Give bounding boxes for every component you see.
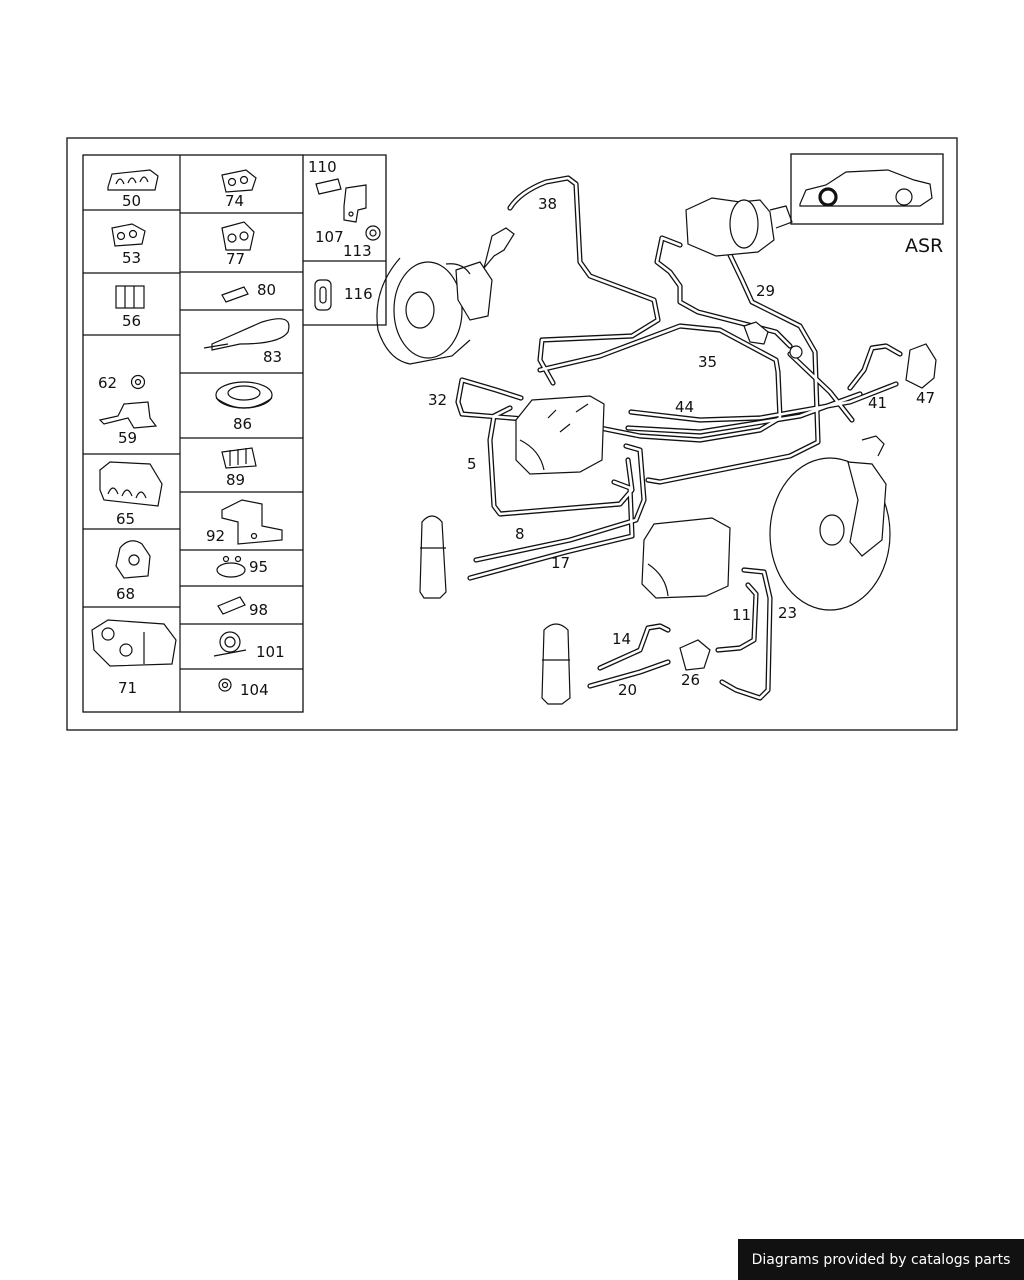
part-label: 101 (256, 643, 285, 661)
part-label: 86 (233, 415, 252, 433)
part-label: 14 (612, 630, 631, 648)
pipe-clamp-101-icon (213, 631, 247, 657)
part-label: 50 (122, 192, 141, 210)
bracket-107-icon (343, 184, 367, 223)
clip-77-icon (221, 221, 255, 251)
valve-block (641, 517, 731, 599)
part-label: 32 (428, 391, 447, 409)
attribution-text: Diagrams provided by catalogs parts (751, 1251, 1011, 1268)
nut-104-icon (218, 678, 232, 692)
part-label: 17 (551, 554, 570, 572)
part-label: 83 (263, 348, 282, 366)
part-label: 11 (732, 606, 751, 624)
bracket-92-icon (221, 499, 283, 545)
diagram-frame (66, 137, 958, 731)
sleeve-80-icon (221, 286, 249, 303)
part-label: 5 (467, 455, 477, 473)
sensor-clip (743, 321, 803, 359)
part-labels: 50 74 110 107 113 53 77 80 116 56 83 62 … (98, 158, 943, 699)
wheel-position-marker-icon (818, 187, 838, 207)
junction-26 (679, 639, 711, 671)
wheel-sensor-47 (905, 343, 937, 389)
part-label: 44 (675, 398, 694, 416)
part-label: 65 (116, 510, 135, 528)
part-label: 56 (122, 312, 141, 330)
cable-tie-83-icon (203, 318, 290, 351)
part-label: 80 (257, 281, 276, 299)
pressure-reservoir-upper (419, 515, 447, 599)
part-label: 110 (308, 158, 337, 176)
vehicle-locator (790, 153, 944, 225)
nut-113-icon (365, 225, 381, 241)
part-label: 92 (206, 527, 225, 545)
part-label: 107 (315, 228, 344, 246)
part-label: 89 (226, 471, 245, 489)
part-label: 8 (515, 525, 525, 543)
part-label: 95 (249, 558, 268, 576)
part-label: 113 (343, 242, 372, 260)
part-label: 74 (225, 192, 244, 210)
part-label: 62 (98, 374, 117, 392)
part-label: 53 (122, 249, 141, 267)
part-label: 29 (756, 282, 775, 300)
brake-booster (685, 197, 793, 257)
part-label: 116 (344, 285, 373, 303)
clip-53-icon (111, 223, 146, 247)
part-label: 77 (226, 250, 245, 268)
nut-62-icon (130, 374, 146, 390)
part-label: 71 (118, 679, 137, 697)
parts-index-table (82, 154, 387, 713)
rear-right-brake-disc (769, 435, 891, 611)
part-label: 104 (240, 681, 269, 699)
clip-65-icon (99, 461, 163, 507)
hydraulic-unit (515, 395, 605, 475)
part-label: 38 (538, 195, 557, 213)
clip-71-icon (91, 619, 177, 667)
part-label: 20 (618, 681, 637, 699)
grommet-95-icon (216, 555, 246, 578)
clip-50-icon (107, 169, 159, 191)
clip-89-icon (221, 447, 257, 469)
seal-86-icon (215, 381, 273, 409)
clip-74-icon (221, 169, 257, 193)
pressure-reservoir-lower (541, 623, 571, 705)
part-label: 68 (116, 585, 135, 603)
bracket-59-icon (98, 401, 158, 429)
part-label: 23 (778, 604, 797, 622)
part-label: 41 (868, 394, 887, 412)
brake-lines (455, 175, 903, 701)
part-label: 47 (916, 389, 935, 407)
clip-56-icon (115, 285, 145, 309)
part-label: 26 (681, 671, 700, 689)
grommet-116-icon (314, 279, 332, 311)
clip-68-icon (115, 540, 151, 579)
front-left-brake-disc (376, 227, 515, 365)
bushing-110-icon (315, 178, 342, 195)
part-label: 59 (118, 429, 137, 447)
part-label: 35 (698, 353, 717, 371)
asr-label: ASR (905, 235, 943, 257)
part-label: 98 (249, 601, 268, 619)
sleeve-98-icon (217, 596, 246, 615)
attribution-footer: Diagrams provided by catalogs parts (738, 1239, 1024, 1280)
